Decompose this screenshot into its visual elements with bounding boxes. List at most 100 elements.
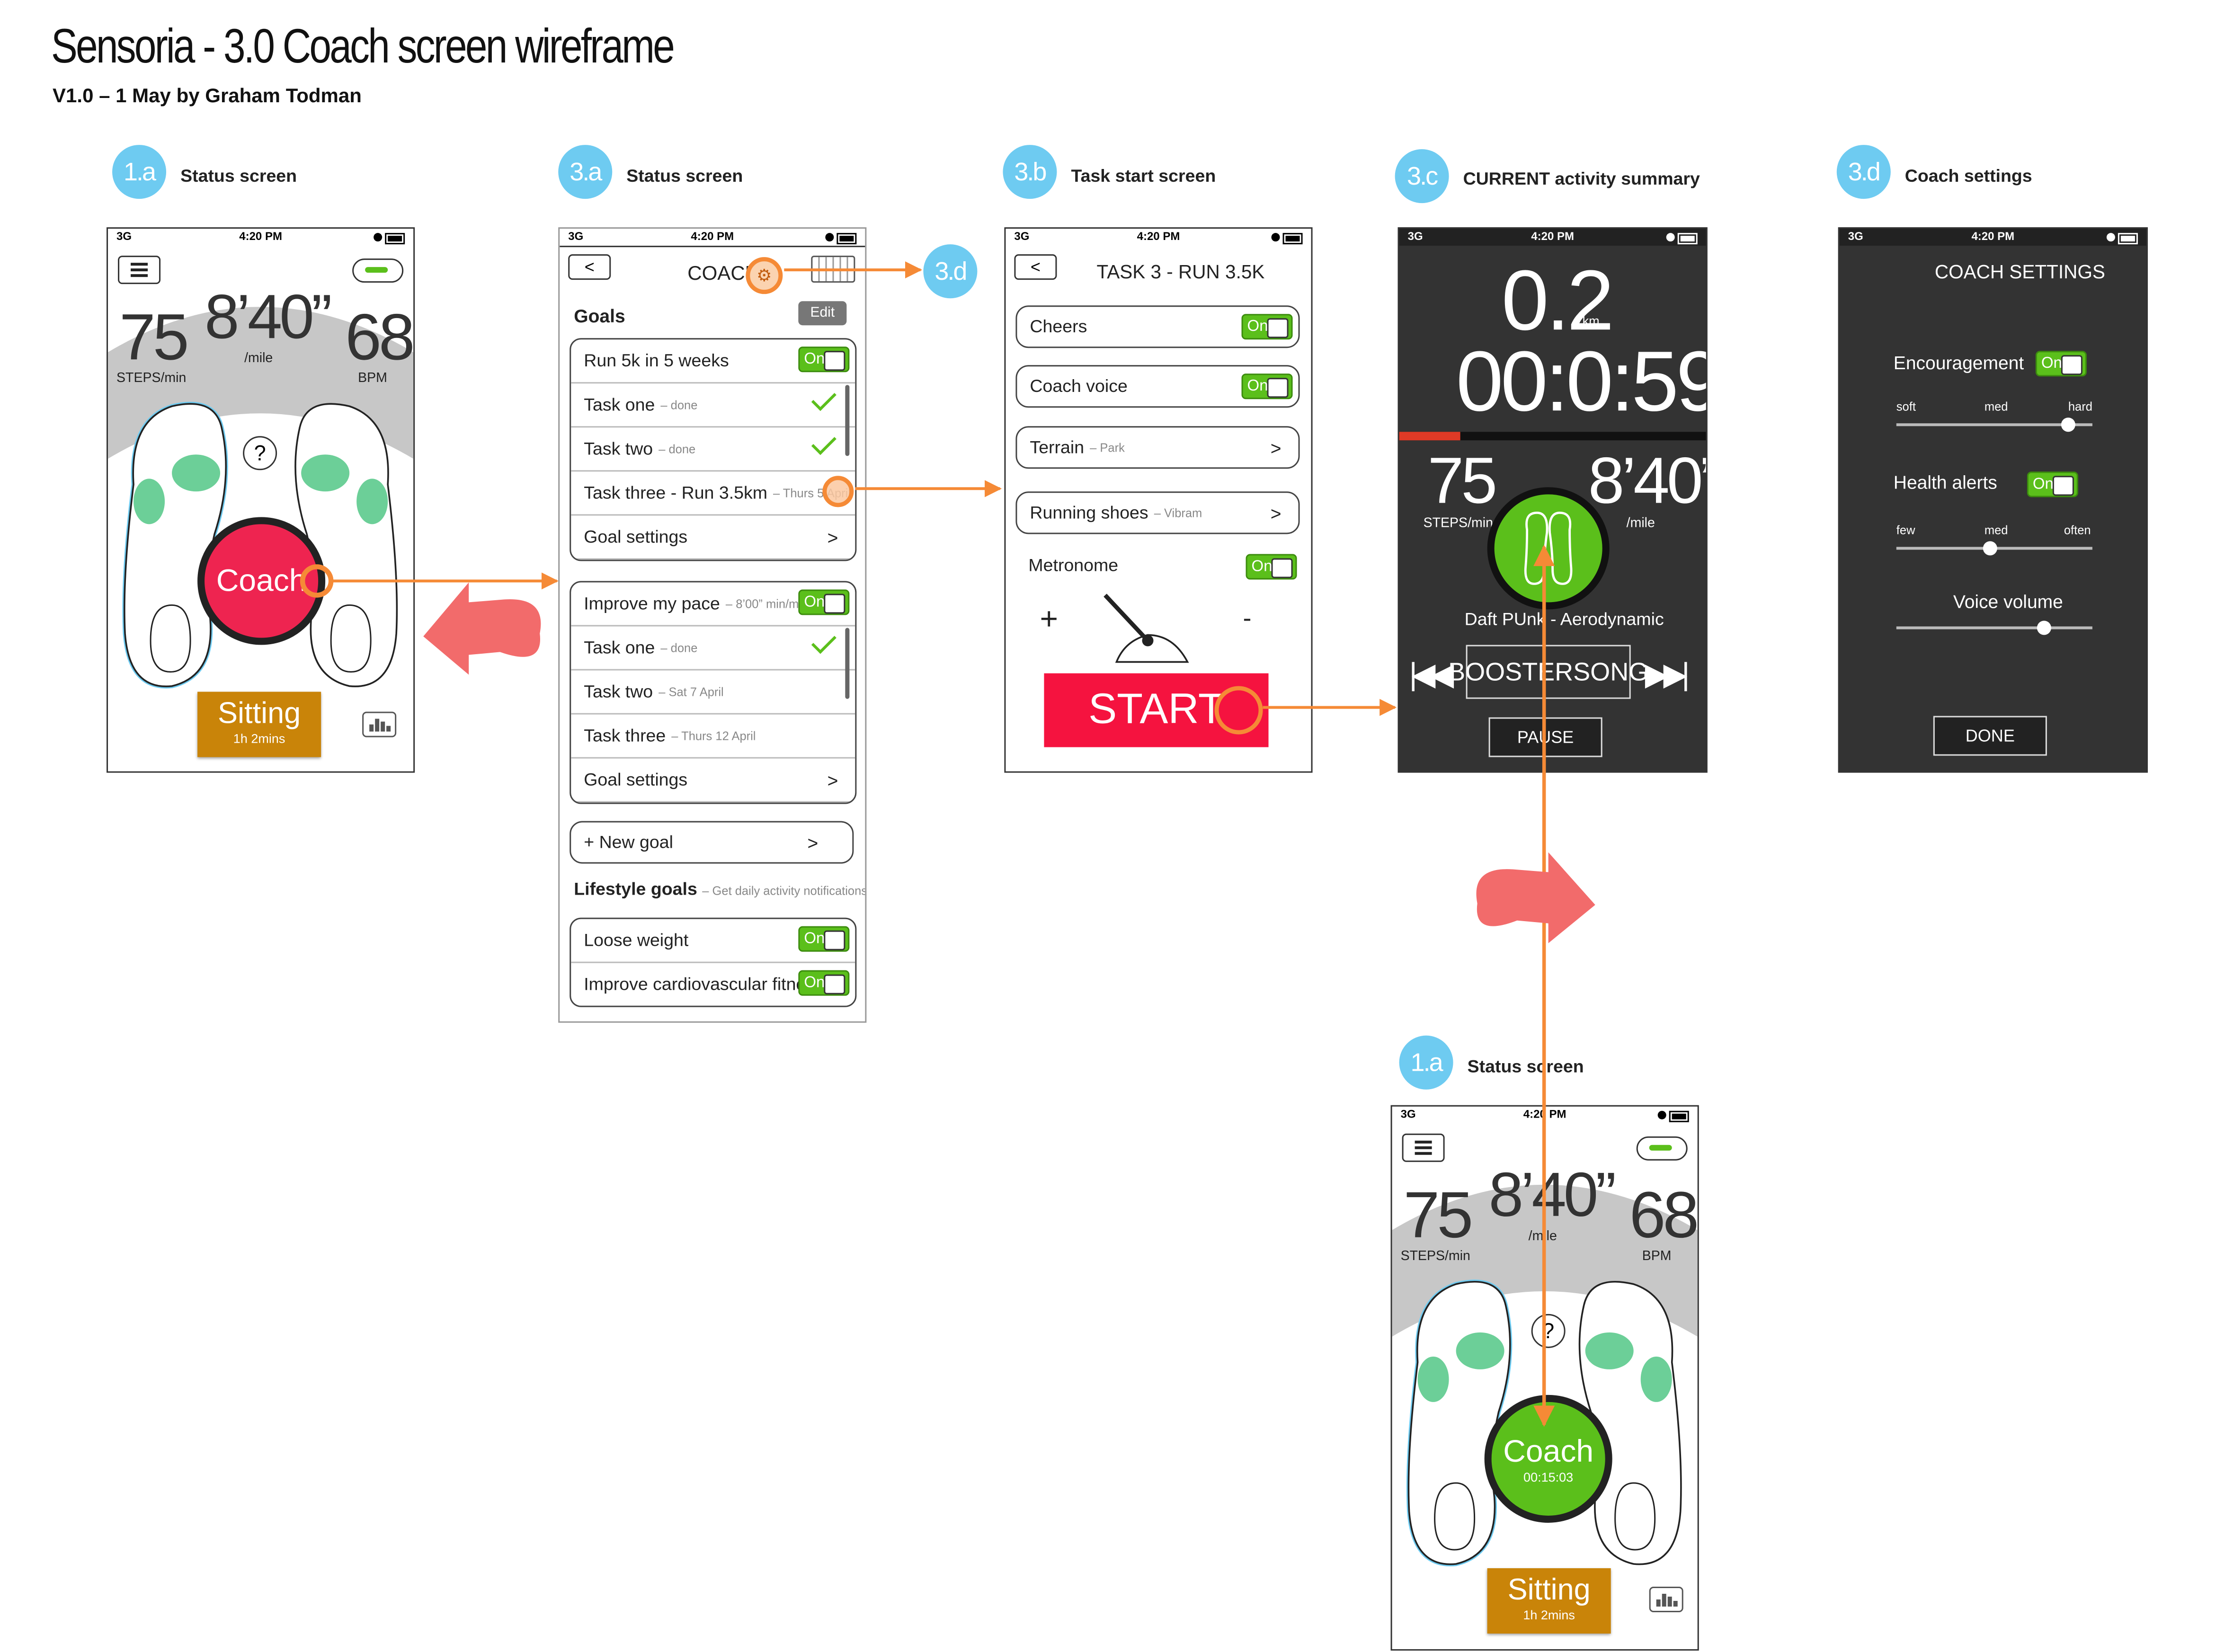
boostersong-button[interactable]: BOOSTERSONG	[1448, 645, 1648, 699]
step-badge-3c: 3.c	[1395, 149, 1449, 204]
task-row[interactable]: Task two – done	[571, 427, 855, 472]
scrollbar[interactable]	[845, 385, 850, 456]
cheers-toggle[interactable]: On	[1241, 314, 1293, 340]
coach-button-active[interactable]: Coach 00:15:03	[1484, 1394, 1612, 1523]
status-bar: 3G 4:20 PM	[1399, 229, 1706, 246]
metronome-toggle[interactable]: On	[1246, 554, 1297, 580]
distance-unit: km	[1582, 314, 1600, 329]
start-button[interactable]: START	[1044, 673, 1269, 747]
sitting-duration: 1h 2mins	[1523, 1608, 1575, 1623]
chevron-right-icon: >	[807, 832, 819, 853]
help-button[interactable]: ?	[243, 436, 277, 471]
lifestyle-row[interactable]: Loose weight On	[571, 919, 855, 963]
step-label-3a: Status screen	[626, 166, 743, 187]
tempo-plus-button[interactable]: +	[1040, 601, 1059, 637]
slider-knob[interactable]	[2062, 417, 2076, 432]
task-row[interactable]: Task one– done	[571, 383, 855, 428]
sensor-device-icon[interactable]	[352, 258, 404, 283]
lifestyle-heading: Lifestyle goals – Get daily activity not…	[574, 879, 865, 899]
next-track-icon[interactable]: ▶▶|	[1645, 656, 1690, 692]
task-row[interactable]: Task two– Sat 7 April	[571, 670, 855, 715]
scrollbar[interactable]	[845, 628, 850, 699]
pause-button[interactable]: PAUSE	[1488, 717, 1602, 757]
signal-indicator: 3G	[1400, 1108, 1416, 1121]
previous-track-icon[interactable]: |◀◀	[1409, 656, 1454, 692]
lifestyle-toggle[interactable]: On	[798, 970, 850, 996]
sitting-status[interactable]: Sitting 1h 2mins	[197, 692, 321, 757]
health-toggle-wrap: On	[2021, 471, 2078, 500]
encouragement-toggle[interactable]: On	[2035, 351, 2087, 377]
health-alerts-slider[interactable]	[1896, 541, 2092, 556]
steps-label: STEPS/min	[116, 371, 187, 387]
lifestyle-heading-label: Lifestyle goals	[574, 879, 697, 899]
task-row[interactable]: Task one– done	[571, 626, 855, 671]
alarm-icon	[2106, 233, 2115, 242]
shoes-row[interactable]: Running shoes– Vibram>	[1015, 491, 1300, 534]
back-button[interactable]: <	[1014, 254, 1057, 280]
menu-icon[interactable]	[1402, 1133, 1445, 1162]
coach-button[interactable]: Coach	[197, 517, 326, 645]
alarm-icon	[1271, 233, 1280, 242]
lifestyle-name: Loose weight	[584, 930, 689, 950]
sitting-status[interactable]: Sitting 1h 2mins	[1487, 1568, 1611, 1634]
cheers-row[interactable]: Cheers On	[1015, 305, 1300, 348]
encouragement-level-mid: med	[1984, 399, 2008, 414]
new-goal-button[interactable]: + New goal>	[570, 821, 854, 864]
edit-button[interactable]: Edit	[798, 301, 847, 326]
back-button[interactable]: <	[568, 254, 611, 280]
header-title: TASK 3 - RUN 3.5K	[1096, 261, 1265, 283]
pace-label: /mile	[1528, 1228, 1557, 1244]
stats-icon[interactable]	[362, 711, 397, 737]
goal-toggle[interactable]: On	[798, 346, 850, 373]
sitting-label: Sitting	[218, 697, 301, 730]
terrain-row[interactable]: Terrain– Park>	[1015, 426, 1300, 469]
goal-toggle[interactable]: On	[798, 589, 850, 615]
slider-knob[interactable]	[1983, 541, 1998, 556]
voice-volume-slider[interactable]	[1896, 621, 2092, 635]
goal-meta: – 8’00” min/mile	[725, 596, 811, 611]
sitting-duration: 1h 2mins	[233, 731, 285, 746]
done-button[interactable]: DONE	[1933, 716, 2047, 756]
clock: 4:20 PM	[1137, 230, 1180, 243]
status-bar: 3G 4:20 PM	[560, 229, 865, 248]
encouragement-slider[interactable]	[1896, 417, 2092, 432]
right-foot-icon	[1578, 1280, 1682, 1565]
settings-gear-icon[interactable]: ⚙	[746, 257, 783, 294]
lifestyle-name: Improve cardiovascular fitness	[584, 974, 824, 995]
stats-icon[interactable]	[1649, 1587, 1683, 1613]
tempo-minus-button[interactable]: -	[1243, 604, 1252, 632]
task-name: Task two	[584, 439, 653, 459]
goal-settings-row[interactable]: Goal settings>	[571, 758, 855, 803]
task-row[interactable]: Task three - Run 3.5km– Thurs 5 April	[571, 471, 855, 516]
step-badge-3d: 3.d	[1836, 145, 1891, 199]
sensor-device-icon[interactable]	[1636, 1136, 1688, 1161]
screen-3a-coach: 3G 4:20 PM < COACH ⚙ Goals Edit Run 5k i…	[558, 227, 867, 1023]
feet-indicator[interactable]	[1487, 487, 1610, 610]
menu-icon[interactable]	[118, 256, 161, 284]
lifestyle-toggle[interactable]: On	[798, 926, 850, 952]
encouragement-toggle-wrap: On	[2030, 351, 2087, 379]
step-badge-3a: 3.a	[558, 145, 613, 199]
task-row[interactable]: Task three– Thurs 12 April	[571, 714, 855, 759]
battery-icon	[837, 233, 857, 245]
cheers-label: Cheers	[1030, 317, 1087, 337]
calendar-icon[interactable]	[811, 256, 855, 283]
slider-knob[interactable]	[2036, 621, 2051, 635]
task-meta: – done	[659, 442, 696, 456]
terrain-meta: – Park	[1090, 440, 1125, 455]
goal-settings-row[interactable]: Goal settings>	[571, 515, 855, 560]
distance-value: 0.2	[1501, 253, 1614, 348]
health-level-high: often	[2064, 523, 2091, 537]
task-name: Task one	[584, 395, 655, 415]
step-badge-1a-bottom: 1.a	[1399, 1035, 1453, 1090]
health-alerts-toggle[interactable]: On	[2027, 471, 2078, 497]
coach-voice-toggle[interactable]: On	[1241, 373, 1293, 400]
status-arc-and-feet	[108, 307, 414, 689]
step-label-3b: Task start screen	[1071, 166, 1216, 187]
help-button[interactable]: ?	[1531, 1314, 1566, 1348]
